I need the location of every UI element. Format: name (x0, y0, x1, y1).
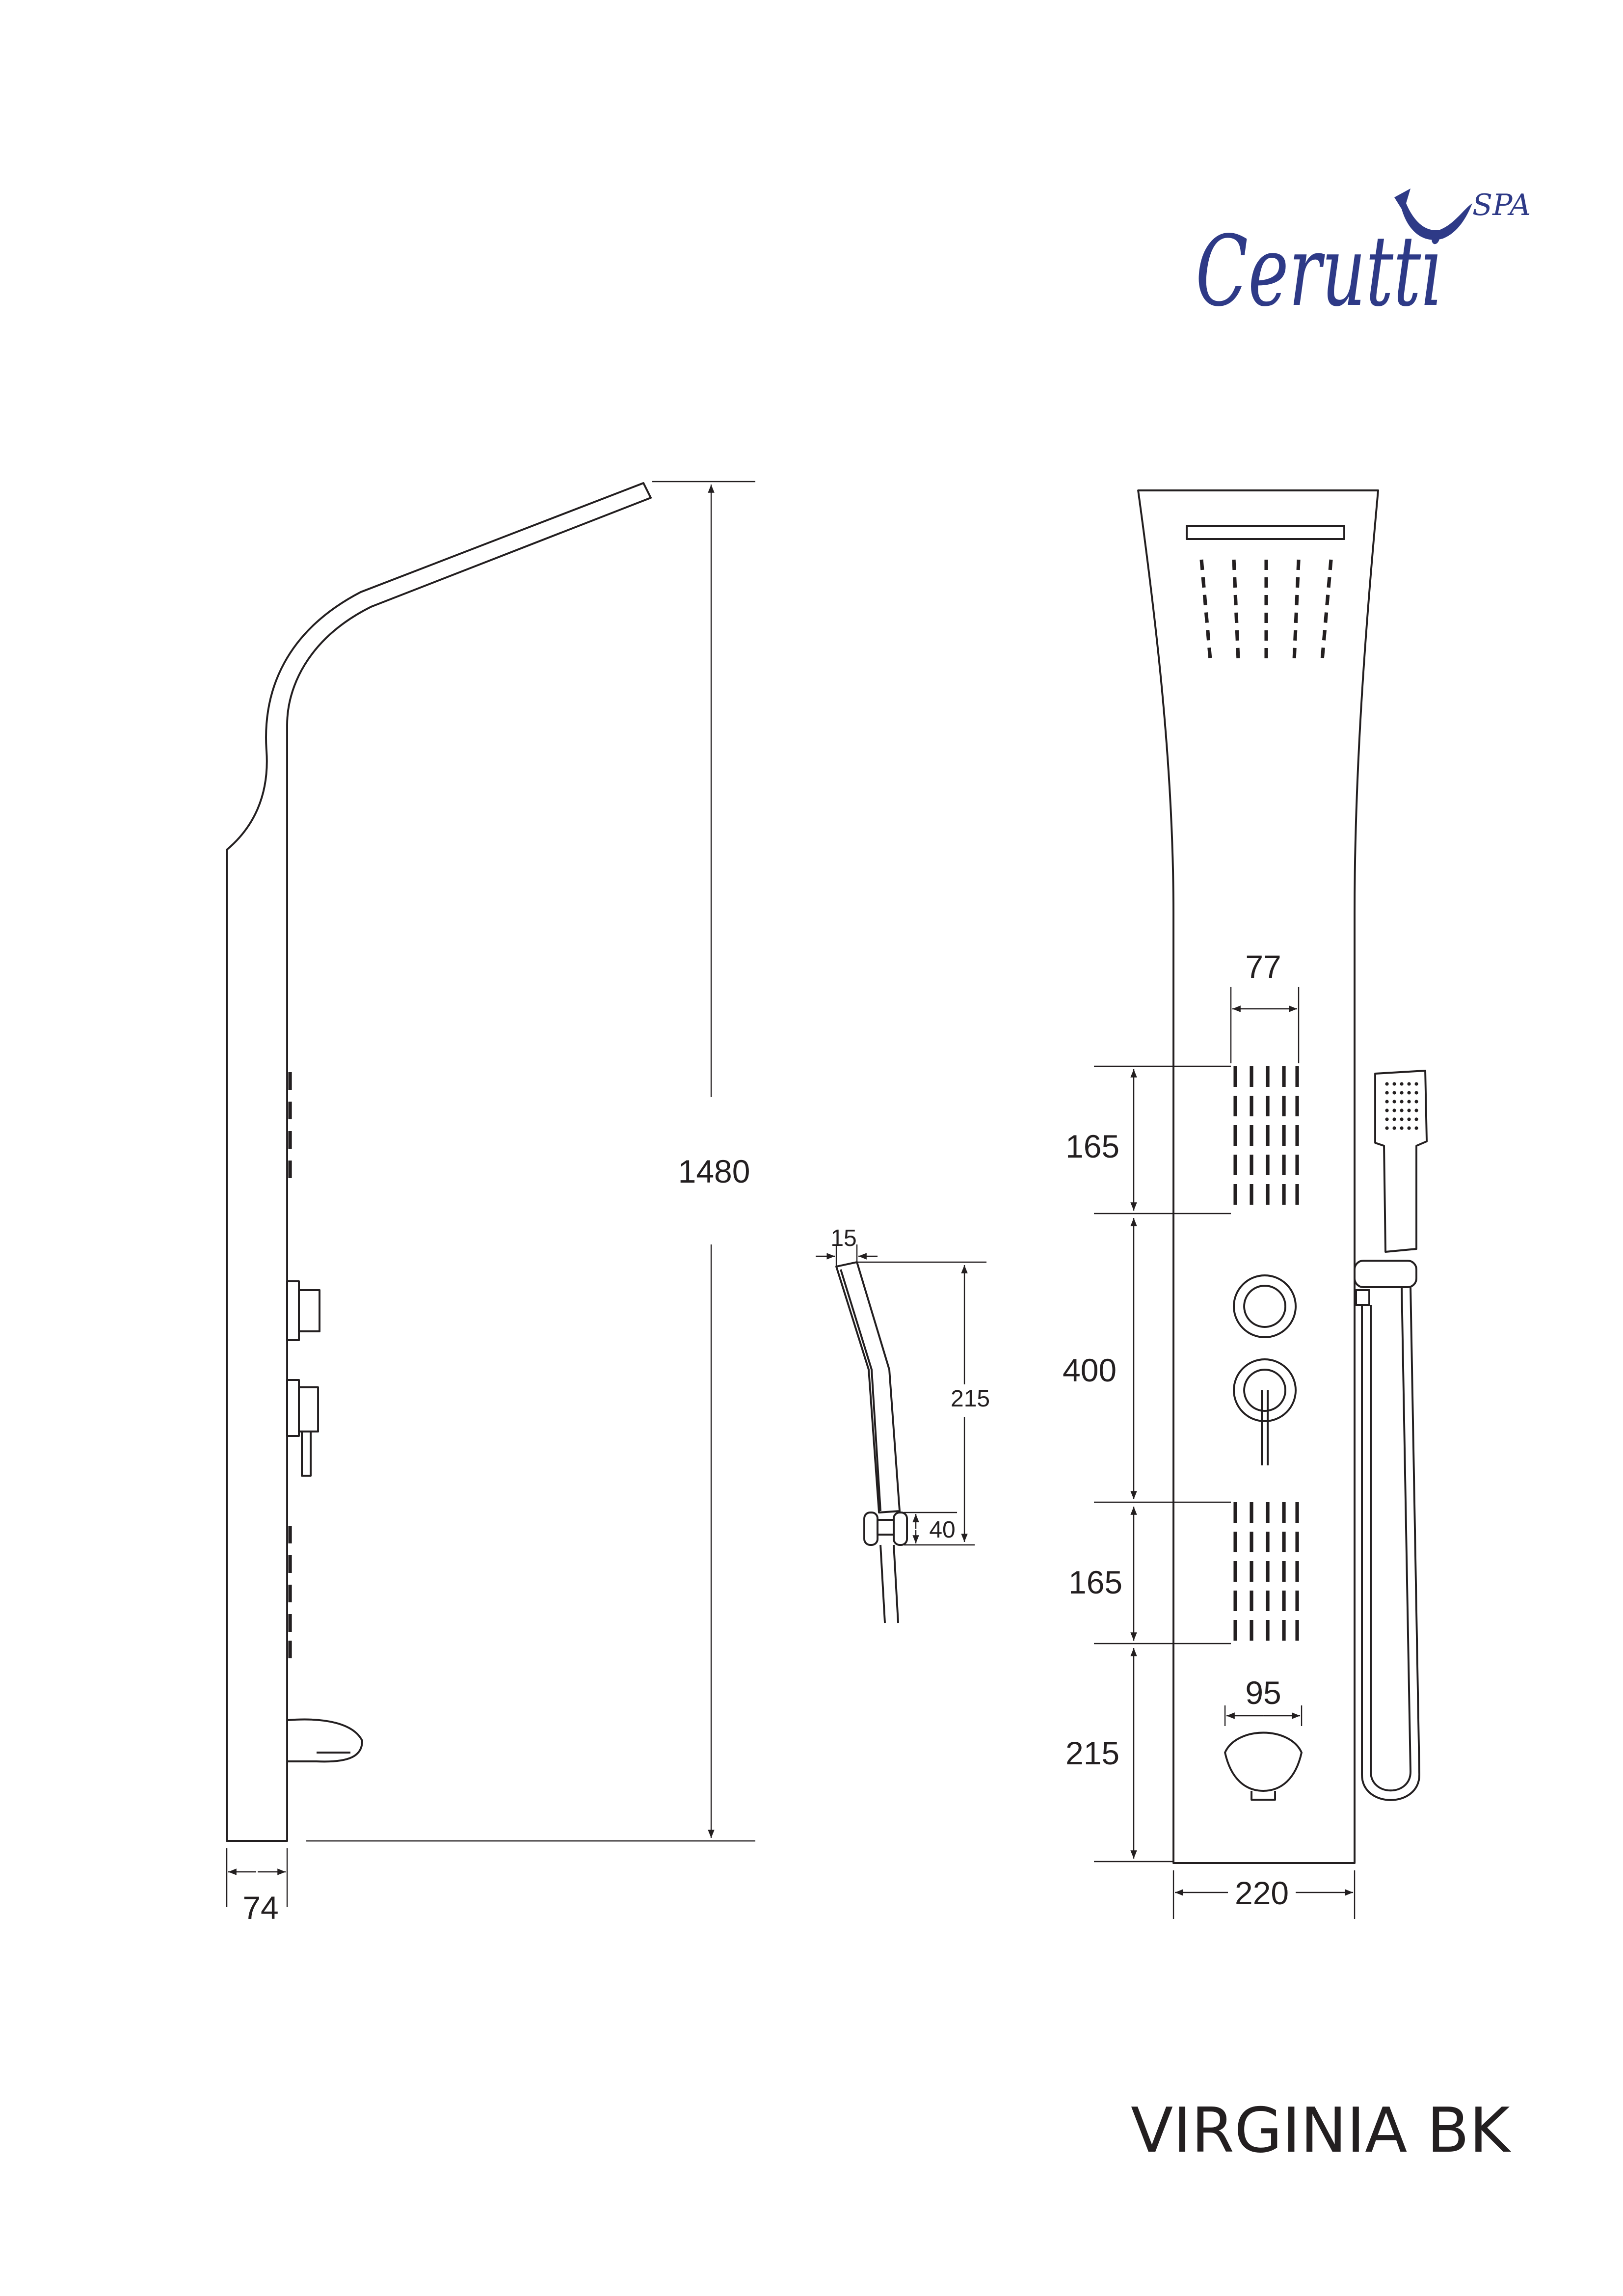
side-panel-outline (226, 482, 652, 1842)
hand-width-label: 15 (830, 1225, 856, 1251)
lower-jets-label: 165 (1068, 1564, 1122, 1600)
lower-body-jets (1233, 1502, 1299, 1644)
mixer-lever (1233, 1358, 1297, 1465)
side-spout (287, 1718, 363, 1763)
waterfall-slot (1186, 525, 1345, 540)
side-view: 1480 74 (226, 481, 756, 1926)
spout-zone-label: 215 (1065, 1735, 1119, 1771)
front-panel-outline (1137, 489, 1379, 1864)
model-name: VIRGINIA BK (1131, 2094, 1512, 2166)
mixer-zone-label: 400 (1063, 1352, 1117, 1388)
side-mixer-lever (286, 1379, 319, 1477)
front-view: 77 165 400 165 215 95 220 (1063, 489, 1428, 1919)
rain-streams (1199, 559, 1333, 660)
upper-body-jets (1233, 1066, 1299, 1214)
hand-shower (1354, 1070, 1428, 1801)
height-label: 1480 (678, 1153, 750, 1189)
logo-sub: SPA (1472, 188, 1531, 222)
front-spout (1224, 1731, 1303, 1801)
brand-logo: Cerutti SPA (1196, 188, 1531, 328)
panel-width-label: 220 (1235, 1875, 1289, 1911)
shower-head-nozzles (1385, 1082, 1418, 1130)
jets-width-label: 77 (1245, 948, 1281, 985)
depth-label: 74 (242, 1890, 278, 1926)
mermaid-icon (1394, 189, 1473, 240)
side-diverter-knob (286, 1280, 320, 1341)
spout-width-label: 95 (1245, 1675, 1281, 1711)
upper-jets-label: 165 (1065, 1128, 1119, 1164)
logo-text: Cerutti (1196, 215, 1443, 328)
hand-shower-detail: 215 40 15 (816, 1225, 990, 1623)
holder-label: 40 (929, 1517, 955, 1543)
hand-height-label: 215 (951, 1386, 990, 1412)
diverter-knob (1233, 1274, 1297, 1338)
hand-shower-outline (835, 1261, 901, 1513)
